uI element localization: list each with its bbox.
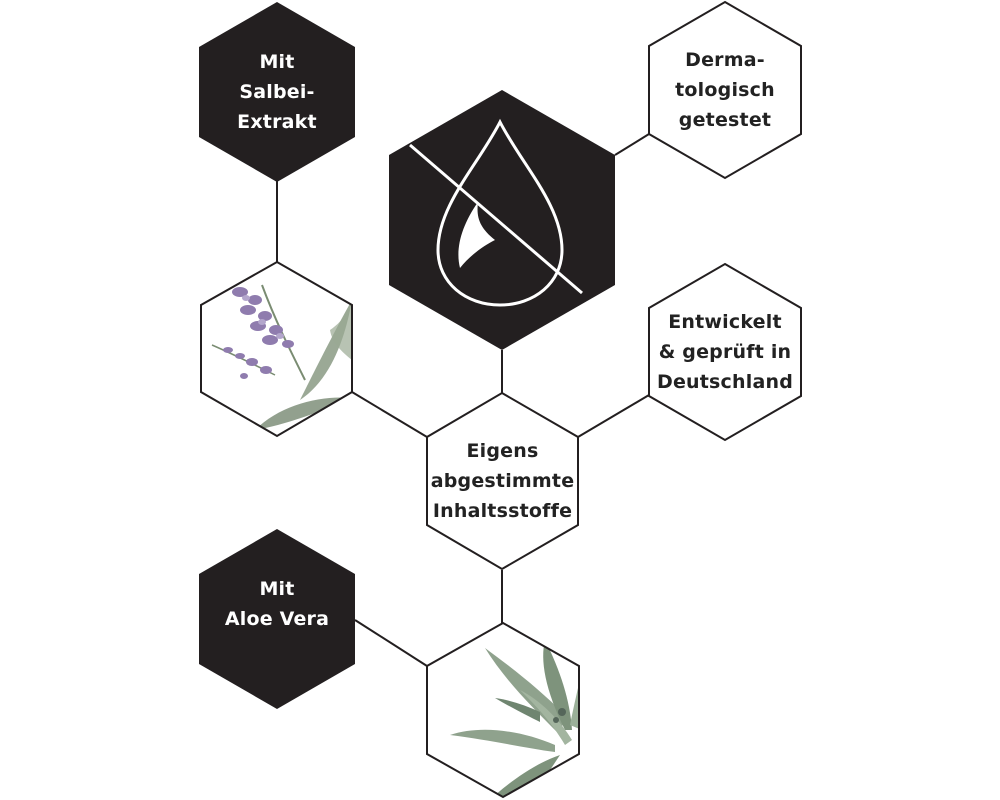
label-line: Eigens (466, 440, 539, 462)
connector-drop-to-dermatologisch (614, 133, 650, 156)
connector-aloebadge-to-aloe (354, 619, 428, 667)
label-line: tologisch (675, 79, 775, 101)
label-line: Derma- (685, 49, 765, 71)
hex-center (426, 391, 579, 571)
hex-entwickelt (648, 262, 802, 442)
label-line: Deutschland (656, 371, 794, 393)
label-line: & geprüft in (658, 341, 792, 363)
label-line: Mit (259, 578, 295, 600)
eigens-abgestimmte-inhaltsstoffe-label: Eigens abgestimmte Inhaltsstoffe (427, 436, 578, 526)
label-line: getestet (678, 109, 772, 131)
mit-aloe-vera-label: Mit Aloe Vera (209, 574, 345, 634)
label-line: Extrakt (237, 111, 317, 133)
connector-sage-to-center (351, 391, 428, 438)
hex-salbei-badge (199, 2, 355, 182)
label-line: Mit (259, 51, 295, 73)
entwickelt-in-deutschland-label: Entwickelt & geprüft in Deutschland (649, 307, 801, 397)
hex-drop-icon (389, 90, 615, 350)
label-line: Aloe Vera (224, 608, 330, 630)
hex-dermatologisch (648, 0, 802, 180)
dermatologisch-getestet-label: Derma- tologisch getestet (655, 45, 795, 135)
hex-aloe-badge (199, 529, 355, 709)
aloe-vera-plant-illustration (450, 640, 579, 797)
connectors (276, 133, 650, 667)
hex-sage-image (200, 260, 353, 438)
hex-aloe-image (426, 621, 580, 799)
label-line: abgestimmte (430, 470, 575, 492)
salbei-extrakt-label: Mit Salbei- Extrakt (209, 47, 345, 137)
label-line: Salbei- (239, 81, 315, 103)
label-line: Entwickelt (668, 311, 782, 333)
label-line: Inhaltsstoffe (432, 500, 573, 522)
crossed-out-oil-drop-icon (409, 118, 583, 307)
connector-entwickelt-to-center (577, 394, 650, 438)
